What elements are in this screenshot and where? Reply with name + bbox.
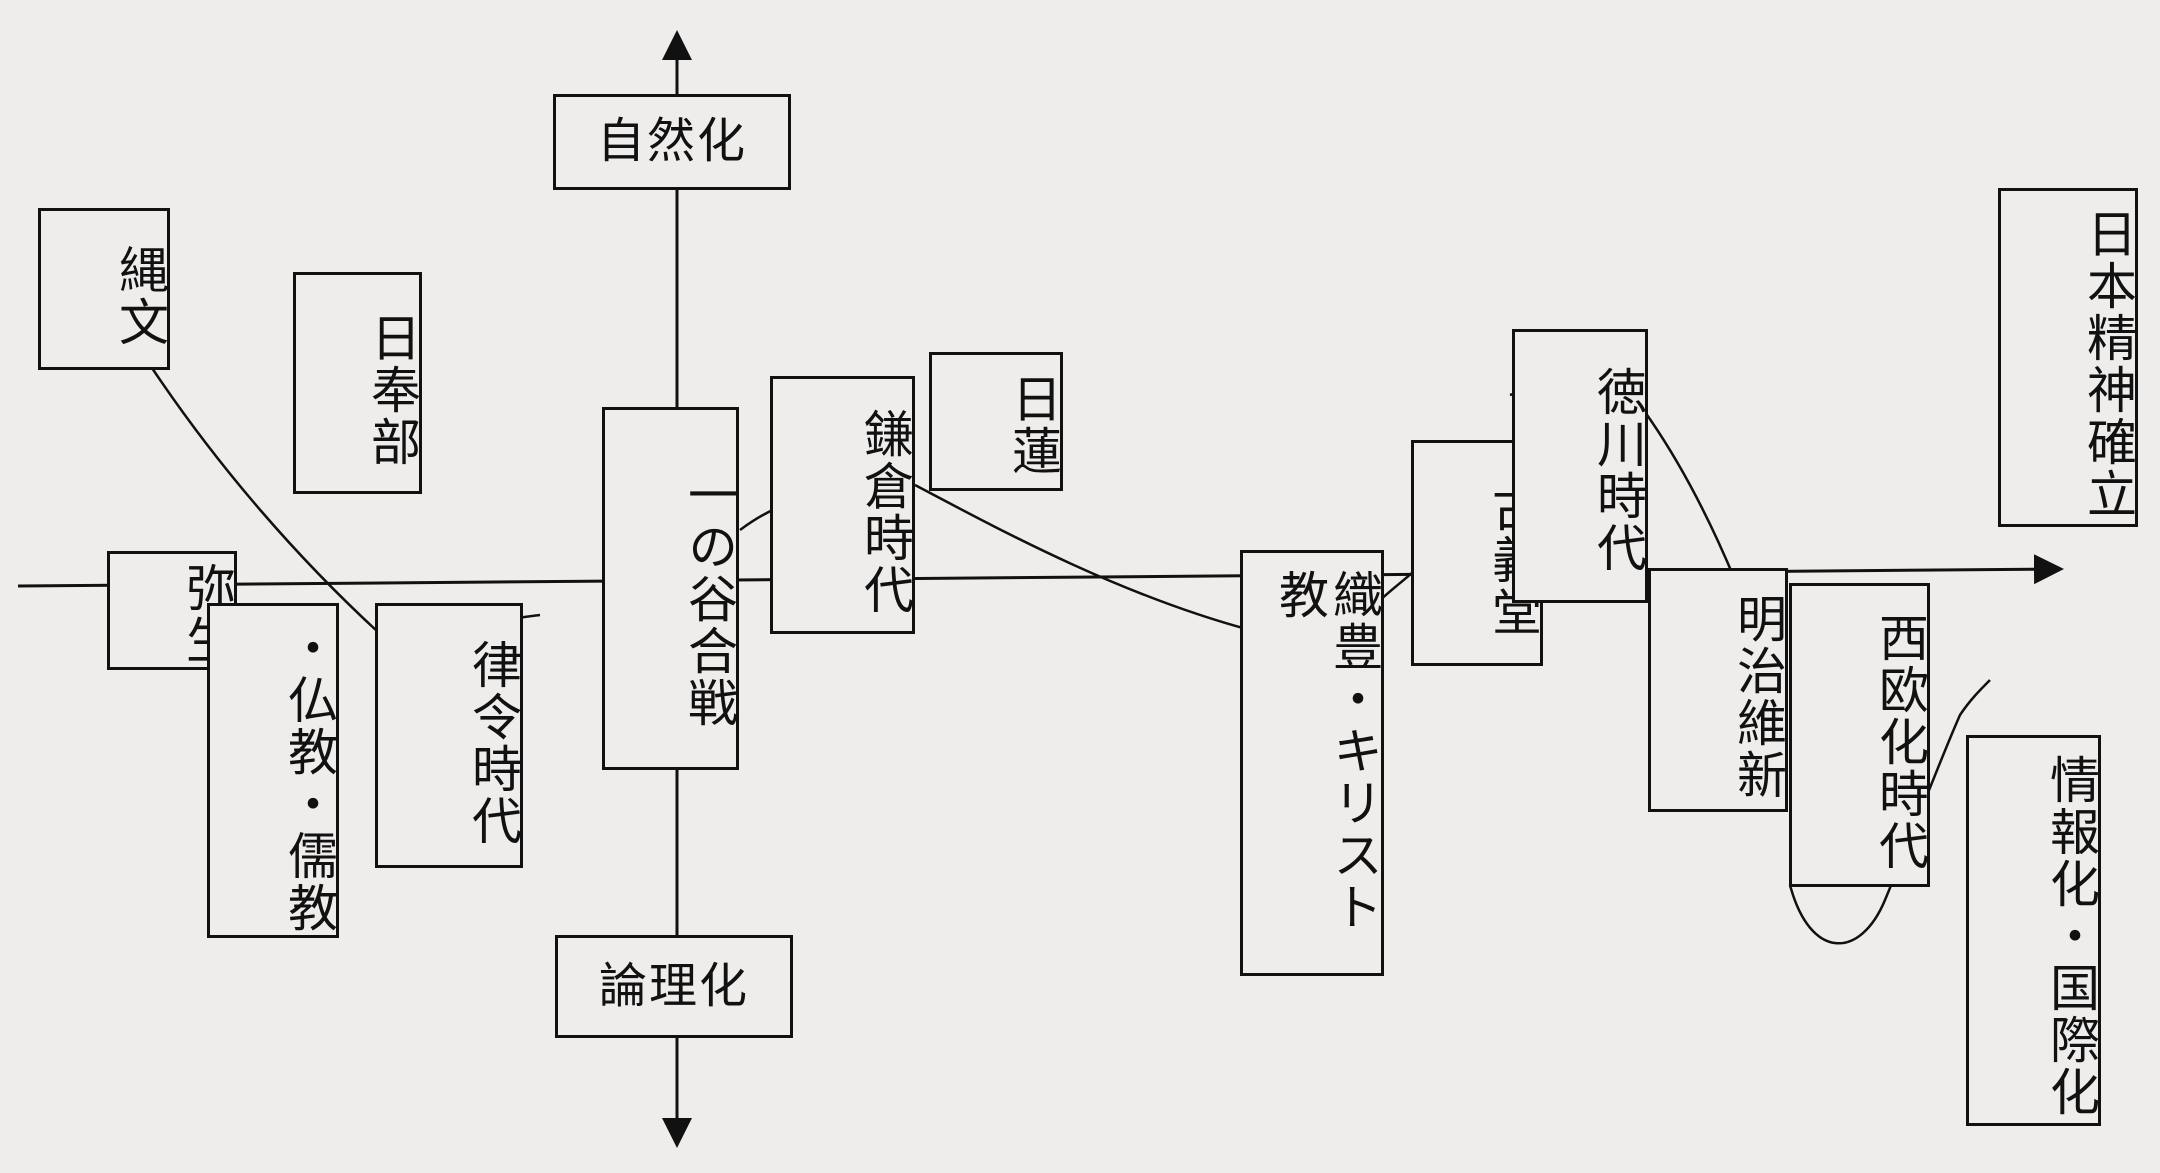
node-bukkyo-jukyo: ・仏教・儒教 xyxy=(207,603,339,938)
node-nihon-seishin-text: 日本精神確立 xyxy=(2079,207,2137,520)
node-jomon-text: 縄文 xyxy=(111,244,169,348)
node-johoka-kokusaika: 情報化・国際化 xyxy=(1966,735,2101,1126)
node-jomon: 縄文 xyxy=(38,208,170,370)
node-nichiren-text: 日蓮 xyxy=(1004,372,1062,477)
node-nichiren: 日蓮 xyxy=(929,352,1063,491)
node-johoka-kokusaika-text: 情報化・国際化 xyxy=(2042,753,2100,1118)
node-ritsuryo: 律令時代 xyxy=(375,603,523,868)
node-seio: 西欧化時代 xyxy=(1789,583,1930,887)
node-nihon-seishin: 日本精神確立 xyxy=(1998,188,2138,527)
node-nippobu: 日奉部 xyxy=(293,272,422,494)
node-kamakura-text: 鎌倉時代 xyxy=(856,408,914,616)
node-ichinotani-text: 一の谷合戦 xyxy=(680,468,738,729)
axis-label-top: 自然化 xyxy=(553,94,791,190)
node-meiji-text: 明治維新 xyxy=(1729,593,1787,801)
node-bukkyo-jukyo-text: ・仏教・儒教 xyxy=(280,621,338,934)
axis-label-top-text: 自然化 xyxy=(596,113,747,170)
node-shokuho-kirisuto-text: 織豊・キリスト教 xyxy=(1271,569,1383,933)
node-kamakura: 鎌倉時代 xyxy=(770,376,915,634)
node-nippobu-text: 日奉部 xyxy=(363,312,421,468)
node-seio-text: 西欧化時代 xyxy=(1871,612,1929,872)
node-ichinotani: 一の谷合戦 xyxy=(602,407,739,770)
node-tokugawa: 徳川時代 xyxy=(1512,329,1648,603)
node-ritsuryo-text: 律令時代 xyxy=(464,638,522,847)
node-meiji: 明治維新 xyxy=(1648,568,1788,812)
node-tokugawa-text: 徳川時代 xyxy=(1589,366,1647,574)
axis-label-bottom: 論理化 xyxy=(555,935,793,1038)
node-shokuho-kirisuto: 織豊・キリスト教 xyxy=(1240,550,1384,976)
axis-label-bottom-text: 論理化 xyxy=(598,957,749,1014)
